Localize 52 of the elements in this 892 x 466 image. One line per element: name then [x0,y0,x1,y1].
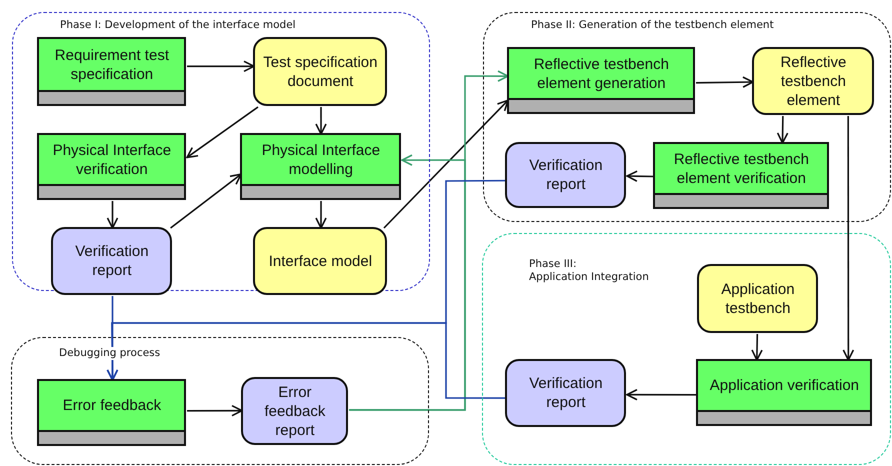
report-box [241,377,348,446]
phase-frame [11,337,429,465]
process-box [37,37,186,106]
arrow [776,116,788,144]
box-label: Application testbench [720,280,796,318]
box-label: Error feedback report [263,382,326,440]
document-box [752,47,874,116]
box-label: Requirement test specification [54,46,170,84]
box-label: Physical Interface modelling [260,140,382,179]
phase-frame [482,233,891,465]
phase-heading: Debugging process [58,347,162,360]
box-label: Verification report [528,374,604,412]
arrow [106,322,506,399]
arrow [187,60,255,72]
box-label: Interface model [268,252,374,271]
process-box [653,142,830,210]
phase-frame [483,12,891,222]
box-label: Error feedback [62,396,162,416]
process-box [240,133,402,200]
report-box [505,142,626,208]
box-label: Verification report [74,242,150,280]
process-box [37,133,186,200]
arrow [315,107,327,135]
arrow [626,170,654,182]
arrow [187,404,243,416]
process-box [696,359,872,426]
box-label: Test specification document [262,52,378,91]
box-label: Reflective testbench element generation [532,54,670,93]
arrow [751,334,763,361]
phase-heading: Application Integration [528,271,650,284]
arrow [106,201,118,229]
arrow [186,106,258,158]
process-box [37,379,186,446]
arrow [842,116,854,361]
document-box [253,227,388,296]
arrow [349,154,466,411]
report-box [505,359,626,428]
arrow [696,76,754,88]
arrow [383,99,509,229]
document-box [253,37,388,106]
document-box [697,264,818,334]
arrow [170,173,242,229]
phase-heading: Phase I: Development of the interface model [59,19,297,32]
arrow [315,201,327,229]
box-label: Application verification [708,376,860,396]
report-box [51,227,172,296]
process-box [507,47,696,114]
arrow [626,388,697,400]
box-label: Verification report [528,156,604,194]
box-label: Reflective testbench element [779,52,848,110]
box-label: Physical Interface verification [52,140,172,179]
box-label: Reflective testbench element verification [672,150,810,188]
